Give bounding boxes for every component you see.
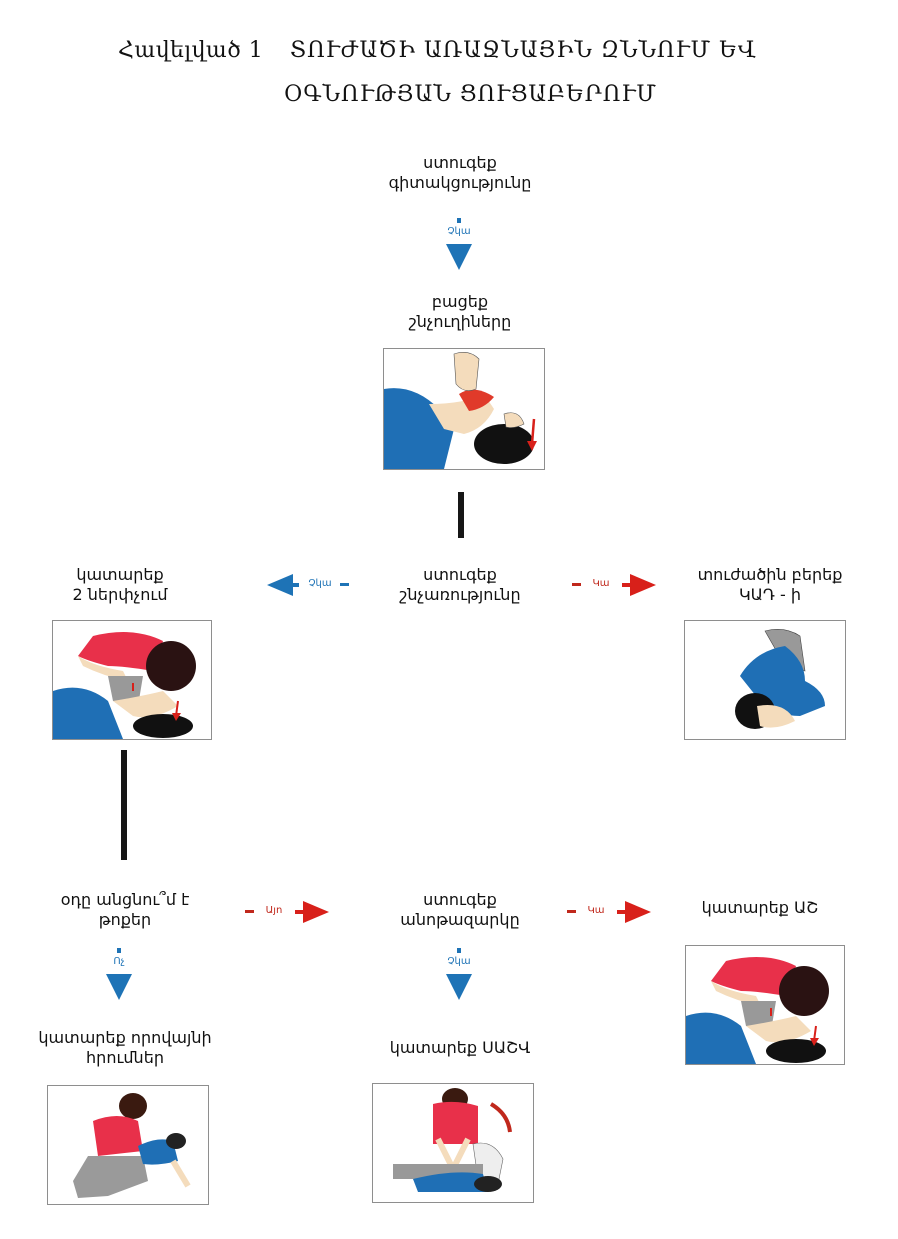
connector-line: [458, 492, 464, 538]
right-arrow-icon: [245, 901, 329, 923]
node-give-2-breaths: կատարեք 2 ներփչում: [72, 565, 168, 604]
arrow-left-no-breathing: Չկա: [265, 572, 355, 598]
arrow-label: Կա: [592, 578, 610, 589]
arrow-label: Չկա: [308, 578, 332, 589]
node-check-pulse: ստուգեք անոթազարկը: [400, 890, 520, 929]
illustration-abdominal-thrusts: [47, 1085, 209, 1205]
appendix-label: Հավելված 1: [118, 38, 264, 63]
right-arrow-icon: [572, 574, 656, 596]
arrow-down-no-consciousness: Չկա: [441, 218, 477, 273]
node-check-breathing: ստուգեք շնչառությունը: [399, 565, 521, 604]
left-arrow-icon: [267, 574, 349, 596]
arrow-label: Չկա: [447, 956, 471, 967]
down-arrow-icon: [446, 218, 472, 270]
arrow-label: Կա: [587, 905, 605, 916]
connector-line: [121, 750, 127, 860]
arrow-down-air-no: Ոչ: [101, 948, 137, 1003]
node-check-consciousness: ստուգեք գիտակցությունը: [388, 153, 532, 192]
illustration-recovery-position: [684, 620, 846, 740]
arrow-right-breathing-present: Կա: [570, 572, 660, 598]
down-arrow-icon: [106, 948, 132, 1000]
node-recovery-position: տուժածին բերեք ԿԱԴ - ի: [697, 565, 843, 604]
illustration-head-tilt: [383, 348, 545, 470]
node-cpr: կատարեք ՍԱՇՎ: [389, 1038, 531, 1057]
arrow-down-pulse-absent: Չկա: [441, 948, 477, 1003]
node-rescue-breathing: կատարեք ԱՇ: [701, 898, 819, 917]
arrow-label: Ոչ: [113, 956, 125, 967]
illustration-chest-compressions: [372, 1083, 534, 1203]
page-title-line-1: ՏՈՒԺԱԾԻ ԱՌԱՋՆԱՅԻՆ ԶՆՆՈՒՄ ԵՎ: [290, 38, 757, 63]
node-air-into-lungs: օդը անցնու՞մ է թոքեր: [60, 890, 190, 929]
arrow-right-pulse-present: Կա: [565, 899, 655, 925]
node-abdominal-thrusts: կատարեք որովայնի հրումներ: [38, 1028, 212, 1067]
arrow-label: Չկա: [447, 226, 471, 237]
down-arrow-icon: [446, 948, 472, 1000]
right-arrow-icon: [567, 901, 651, 923]
arrow-label: Այո: [265, 905, 283, 916]
node-open-airways: բացեք շնչուղիները: [408, 292, 512, 331]
arrow-right-air-yes: Այո: [243, 899, 333, 925]
illustration-mouth-to-mouth: [52, 620, 212, 740]
page-title-line-2: ՕԳՆՈՒԹՅԱՆ ՑՈՒՑԱԲԵՐՈՒՄ: [284, 82, 658, 107]
illustration-rescue-breathing: [685, 945, 845, 1065]
